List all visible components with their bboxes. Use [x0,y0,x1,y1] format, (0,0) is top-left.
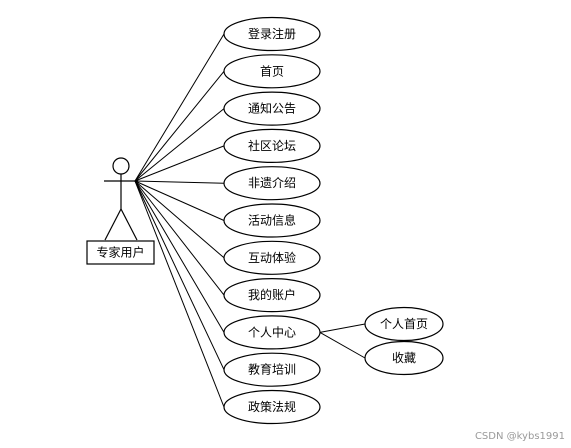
use-cases: 登录注册首页通知公告社区论坛非遗介绍活动信息互动体验我的账户个人中心教育培训政策… [223,16,321,425]
use-case-ellipse[interactable] [223,315,321,350]
use-case[interactable]: 活动信息 [223,203,321,238]
use-case[interactable]: 个人中心 [223,315,321,350]
sub-use-case-ellipse[interactable] [364,306,444,342]
use-case[interactable]: 社区论坛 [223,128,321,163]
association-line [134,180,225,221]
sub-use-case-label: 个人首页 [380,317,428,331]
use-case-ellipse[interactable] [223,16,321,52]
association-line [134,180,225,184]
use-case-label: 活动信息 [248,213,296,228]
use-case-ellipse[interactable] [223,240,321,275]
use-case[interactable]: 通知公告 [223,91,321,126]
use-case-label: 社区论坛 [248,138,296,153]
association-line [134,180,225,259]
sub-association-line [319,331,366,359]
actor-label: 专家用户 [96,245,144,260]
use-case-label: 非遗介绍 [248,176,296,190]
sub-use-case-ellipse[interactable] [364,340,444,376]
use-case[interactable]: 我的账户 [223,278,321,313]
use-case-label: 登录注册 [248,26,296,41]
use-case[interactable]: 登录注册 [223,16,321,52]
sub-use-case[interactable]: 个人首页 [364,306,444,342]
use-case[interactable]: 教育培训 [223,352,321,387]
use-case-label: 我的账户 [248,287,296,302]
association-line [134,180,225,296]
association-line [134,180,225,333]
use-case-ellipse[interactable] [223,54,321,89]
sub-association-line [319,323,366,333]
use-case-ellipse[interactable] [223,278,321,313]
use-case-ellipse[interactable] [223,203,321,238]
association-line [134,145,225,182]
use-case-label: 个人中心 [248,324,296,339]
use-case-ellipse[interactable] [223,352,321,387]
association-line [134,70,225,182]
actor-head [112,157,130,175]
use-case-ellipse[interactable] [223,389,321,425]
use-case-ellipse[interactable] [223,166,321,201]
use-case-label: 政策法规 [248,399,296,414]
association-line [134,108,225,182]
actor-right-leg [120,208,138,241]
use-case[interactable]: 政策法规 [223,389,321,425]
use-case-label: 教育培训 [248,362,296,377]
watermark: CSDN @kybs1991 [474,431,565,442]
association-lines [134,33,366,408]
use-case-label: 互动体验 [248,250,296,265]
actor-label-box [86,240,155,265]
use-case-ellipse[interactable] [223,91,321,126]
use-case-label: 通知公告 [248,102,296,116]
use-case[interactable]: 首页 [223,54,321,89]
association-line [134,180,225,370]
sub-use-case-label: 收藏 [392,351,416,365]
use-case[interactable]: 非遗介绍 [223,166,321,201]
actor-left-leg [104,208,122,241]
sub-use-case[interactable]: 收藏 [364,340,444,376]
use-case[interactable]: 互动体验 [223,240,321,275]
association-line [134,33,225,182]
use-case-label: 首页 [260,64,284,78]
association-line [134,180,225,408]
use-case-ellipse[interactable] [223,128,321,163]
actor-expert-user: 专家用户 [86,157,155,265]
